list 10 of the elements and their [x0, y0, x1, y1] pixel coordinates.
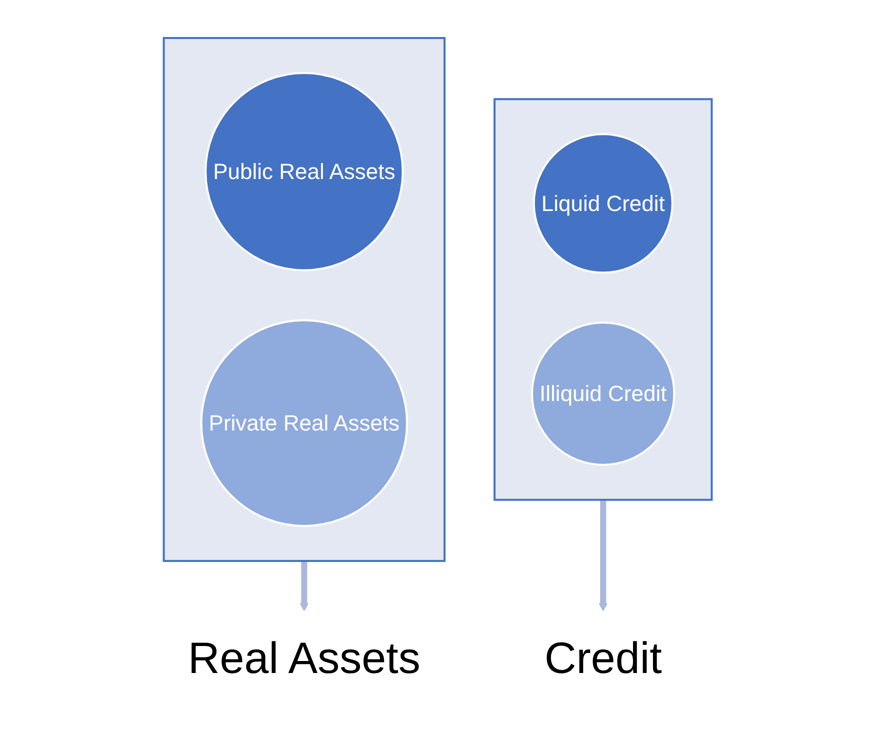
- cluster: [493, 98, 712, 500]
- arrow: [598, 499, 608, 611]
- node-circle: Private Real Assets: [200, 318, 408, 526]
- cluster: [162, 36, 446, 562]
- arrow: [299, 560, 308, 611]
- node-circle: Illiquid Credit: [530, 321, 675, 466]
- node-text: Real Assets: [188, 633, 420, 682]
- node-circle: Liquid Credit: [532, 132, 674, 274]
- node-circle: Public Real Assets: [204, 72, 404, 271]
- node-text: Credit: [544, 633, 662, 682]
